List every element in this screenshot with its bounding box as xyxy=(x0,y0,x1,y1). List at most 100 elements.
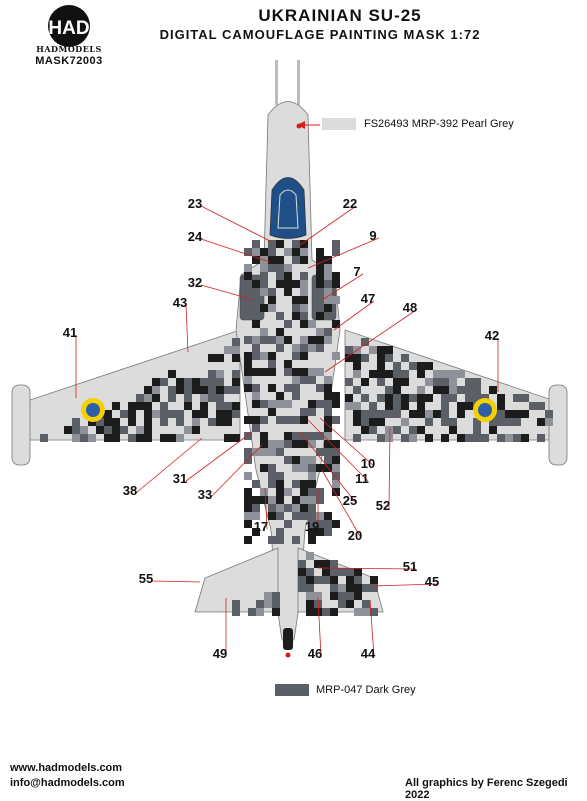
camo-pixel xyxy=(268,512,276,520)
callout-leader xyxy=(210,444,263,498)
pitot-left xyxy=(275,60,278,105)
camo-pixel xyxy=(216,354,224,362)
camo-pixel xyxy=(369,410,377,418)
camo-pixel xyxy=(244,536,252,544)
callout-number: 48 xyxy=(403,300,417,315)
camo-pixel xyxy=(128,410,136,418)
camo-pixel xyxy=(144,386,152,394)
camo-pixel xyxy=(473,426,481,434)
camo-pixel xyxy=(324,272,332,280)
camo-pixel xyxy=(324,432,332,440)
camo-pixel xyxy=(300,320,308,328)
camo-pixel xyxy=(306,608,314,616)
camo-pixel xyxy=(300,512,308,520)
camo-pixel xyxy=(252,528,260,536)
camo-pixel xyxy=(252,280,260,288)
camo-pixel xyxy=(208,394,216,402)
camo-pixel xyxy=(232,608,240,616)
camo-pixel xyxy=(184,378,192,386)
camo-pixel xyxy=(292,392,300,400)
exhaust-cone xyxy=(283,628,293,650)
camo-pixel xyxy=(284,520,292,528)
callout-leader xyxy=(321,273,364,301)
camo-pixel xyxy=(252,416,260,424)
camo-pixel xyxy=(425,378,433,386)
camo-pixel xyxy=(473,386,481,394)
camo-pixel xyxy=(268,408,276,416)
camo-pixel xyxy=(176,378,184,386)
camo-pixel xyxy=(417,386,425,394)
camo-pixel xyxy=(324,384,332,392)
camo-pixel xyxy=(332,448,340,456)
camo-pixel xyxy=(332,240,340,248)
callout-number: 52 xyxy=(376,498,390,513)
pearl-grey-arrow xyxy=(297,121,305,129)
camo-pixel xyxy=(409,434,417,442)
camo-pixel xyxy=(489,426,497,434)
camo-pixel xyxy=(306,552,314,560)
camo-pixel xyxy=(40,434,48,442)
camo-pixel xyxy=(332,280,340,288)
camo-pixel xyxy=(300,248,308,256)
camo-pixel xyxy=(284,432,292,440)
camo-pixel xyxy=(192,410,200,418)
camo-pixel xyxy=(252,392,260,400)
camo-pixel xyxy=(324,376,332,384)
camo-pixel xyxy=(457,386,465,394)
camo-pixel xyxy=(316,344,324,352)
camo-pixel xyxy=(441,410,449,418)
camo-pixel xyxy=(276,472,284,480)
camo-pixel xyxy=(332,480,340,488)
camo-pixel xyxy=(338,584,346,592)
camo-pixel xyxy=(292,504,300,512)
camo-pixel xyxy=(324,392,332,400)
camo-pixel xyxy=(232,370,240,378)
website-link[interactable]: www.hadmodels.com xyxy=(10,762,123,774)
camo-pixel xyxy=(276,264,284,272)
dark-grey-swatch xyxy=(275,684,309,696)
camo-pixel xyxy=(104,418,112,426)
camo-pixel xyxy=(268,496,276,504)
camo-pixel xyxy=(433,386,441,394)
left-wingtip-pod xyxy=(11,384,31,466)
camo-pixel xyxy=(152,410,160,418)
camo-pixel xyxy=(354,584,362,592)
camo-pixel xyxy=(184,402,192,410)
camo-pixel xyxy=(332,440,340,448)
camo-pixel xyxy=(345,378,353,386)
camo-pixel xyxy=(232,378,240,386)
camo-pixel xyxy=(324,448,332,456)
camo-pixel xyxy=(260,304,268,312)
camo-pixel xyxy=(276,312,284,320)
camo-pixel xyxy=(441,434,449,442)
camo-pixel xyxy=(232,354,240,362)
camo-pixel xyxy=(298,560,306,568)
camo-pixel xyxy=(306,584,314,592)
camo-pixel xyxy=(268,440,276,448)
camo-pixel xyxy=(292,464,300,472)
camo-pixel xyxy=(292,416,300,424)
camo-pixel xyxy=(330,584,338,592)
email-link[interactable]: info@hadmodels.com xyxy=(10,777,125,789)
camo-pixel xyxy=(308,432,316,440)
camo-pixel xyxy=(370,576,378,584)
camo-pixel xyxy=(497,418,505,426)
camo-pixel xyxy=(316,432,324,440)
camo-pixel xyxy=(393,362,401,370)
camo-pixel xyxy=(521,434,529,442)
camo-pixel xyxy=(160,402,168,410)
camo-pixel xyxy=(144,394,152,402)
camo-pixel xyxy=(276,240,284,248)
camo-pixel xyxy=(144,434,152,442)
camo-pixel xyxy=(260,448,268,456)
camo-pixel xyxy=(308,472,316,480)
camo-pixel xyxy=(537,418,545,426)
camo-pixel xyxy=(244,272,252,280)
camo-pixel xyxy=(449,378,457,386)
camo-pixel xyxy=(144,418,152,426)
callout-number: 32 xyxy=(188,275,202,290)
camo-pixel xyxy=(80,426,88,434)
camo-pixel xyxy=(393,426,401,434)
callout-leader xyxy=(200,238,271,263)
camo-pixel xyxy=(216,378,224,386)
